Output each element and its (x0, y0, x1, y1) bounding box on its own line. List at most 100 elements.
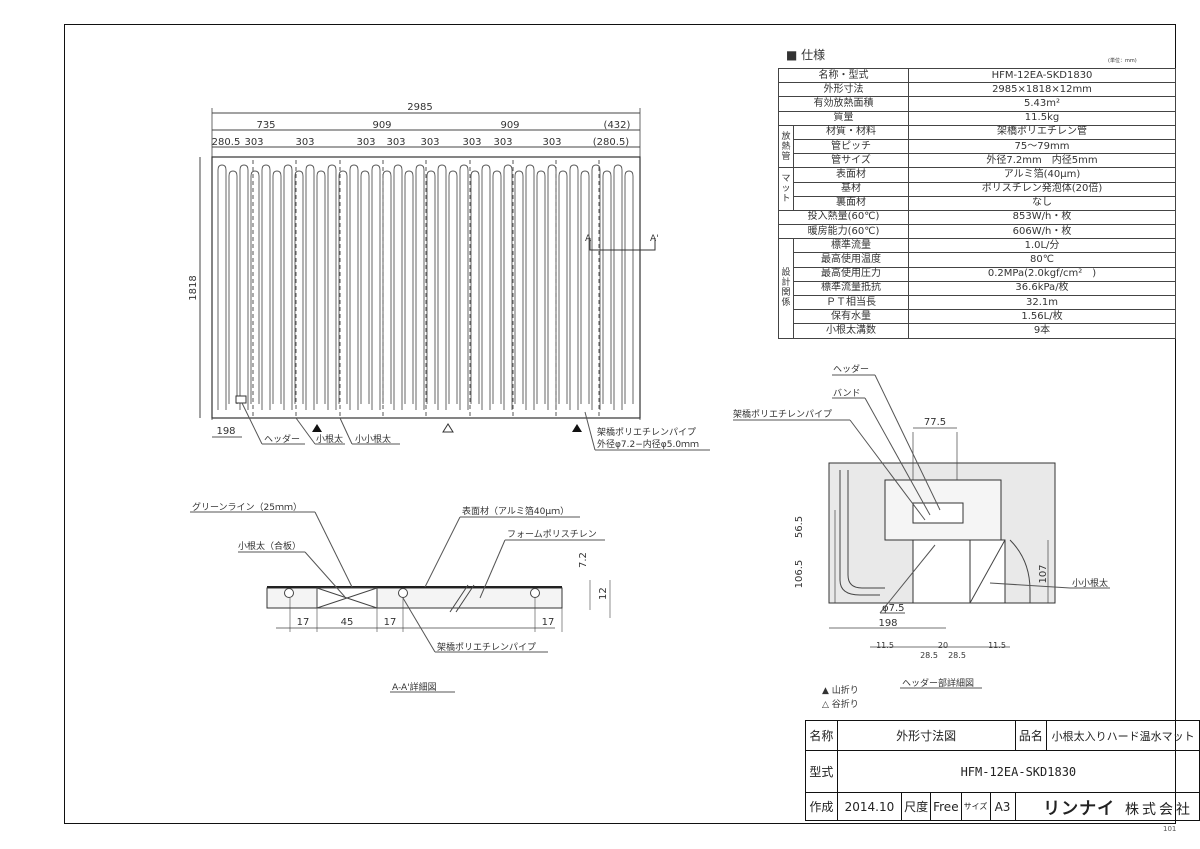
pipe-loop (624, 170, 634, 404)
dim-pitch: 303 (356, 137, 375, 148)
spec-row: 投入熱量(60℃)853W/h・枚 (778, 209, 1176, 226)
spec-value: 5.43m² (908, 96, 1176, 112)
dim-56-5: 56.5 (794, 516, 805, 538)
dim-107: 107 (1038, 564, 1049, 583)
tb-model-value: HFM-12EA-SKD1830 (836, 750, 1200, 793)
hd-label-band: バンド (833, 388, 860, 399)
spec-value: 0.2MPa(2.0kgf/cm² ) (908, 266, 1176, 282)
spec-title: ■ 仕様 (786, 48, 826, 62)
pipe-loop (580, 170, 590, 404)
dim-mid-4: (432) (604, 120, 631, 131)
spec-value: 606W/h・枚 (908, 224, 1176, 240)
spec-label: 基材 (793, 181, 909, 197)
dim-overall: 2985 (407, 102, 432, 113)
pipe-loop (415, 164, 425, 410)
label-surface: 表面材（アルミ箔40μｍ） (462, 505, 569, 517)
dim-77-5: 77.5 (924, 417, 946, 428)
spec-label: 最高使用圧力 (793, 266, 909, 282)
company-suffix: 株式会社 (1125, 802, 1193, 818)
pipe-loop (503, 164, 513, 410)
pipe-loop (514, 170, 524, 404)
fold-legend: ▲ 山折り △ 谷折り (822, 684, 859, 712)
plan-view (199, 108, 710, 451)
pipe-loop (448, 170, 458, 404)
pipe-loop (228, 170, 238, 404)
spec-value: なし (908, 195, 1176, 211)
pipe-loop (250, 170, 260, 404)
dim-height: 1818 (188, 275, 199, 300)
tb-name-label: 名称 (805, 720, 838, 751)
pipe-loop (558, 170, 568, 404)
dim-45: 45 (341, 617, 354, 628)
pipe-loop (316, 170, 326, 404)
spec-row: マット表面材アルミ箔(40μm) (778, 167, 1176, 211)
dim-pitch: 303 (244, 137, 263, 148)
dim-pitch: 303 (386, 137, 405, 148)
sheet-number: 101 (1163, 825, 1177, 833)
hd-label-small-joist: 小小根太 (1072, 577, 1108, 589)
spec-row: 放熱管材質・材料架橋ポリエチレン管 (778, 124, 1176, 169)
pipe-loop (569, 164, 579, 410)
pipe-loop (470, 170, 480, 404)
company-logo: リンナイ (1043, 799, 1116, 819)
label-foam: フォームポリスチレン (507, 529, 597, 540)
spec-label: 裏面材 (793, 195, 909, 211)
spec-value: 11.5kg (908, 110, 1176, 126)
spec-value: 2985×1818×12mm (908, 82, 1176, 98)
spec-value: ポリスチレン発泡体(20倍) (908, 181, 1176, 197)
spec-value: 80℃ (908, 252, 1176, 268)
section-line (589, 238, 656, 251)
label-green-line: グリーンライン（25ｍｍ） (192, 501, 302, 513)
header-detail-view (733, 374, 1110, 689)
pipe-loop (525, 164, 535, 410)
label-header: ヘッダー (264, 433, 300, 445)
spec-value: HFM-12EA-SKD1830 (908, 67, 1176, 84)
spec-label: 最高使用温度 (793, 252, 909, 268)
label-joist: 小根太 (316, 433, 343, 445)
spec-value: アルミ箔(40μm) (908, 167, 1176, 183)
spec-value: 75〜79mm (908, 138, 1176, 155)
dim-header-offset: 198 (216, 426, 235, 437)
header-block (912, 502, 964, 524)
pipe-loop (272, 170, 282, 404)
spec-label: 管ピッチ (793, 138, 909, 155)
dim-7-2: 7.2 (578, 552, 589, 568)
pipe-loop (393, 164, 403, 410)
tb-model-label: 型式 (805, 750, 838, 793)
pipe-loop (360, 170, 370, 404)
spec-group: マット (778, 167, 794, 211)
dim-17a: 17 (297, 617, 310, 628)
pipe-loop (591, 164, 601, 410)
pipe-loop (305, 164, 315, 410)
spec-label: 小根太溝数 (793, 323, 909, 339)
pipe-section (530, 588, 540, 598)
legend-valley-fold: △ 谷折り (822, 700, 859, 710)
dim-pitch: (280.5) (593, 137, 630, 148)
spec-value: 1.0L/分 (908, 238, 1176, 254)
spec-label: 暖房能力(60℃) (778, 224, 909, 240)
legend-mountain-fold: ▲ 山折り (822, 686, 859, 696)
spec-value: 9本 (908, 323, 1176, 339)
spec-row: 基材ポリスチレン発泡体(20倍) (779, 181, 1176, 197)
tb-made-value: 2014.10 (836, 792, 903, 821)
dim-phi-7-5: φ7.5 (882, 603, 905, 614)
spec-unit: (単位：mm) (1108, 58, 1137, 64)
tb-size-label: サイズ (960, 792, 991, 821)
spec-value: 36.6kPa/枚 (908, 280, 1176, 297)
pipe-loop (602, 170, 612, 404)
pipe-loop (459, 164, 469, 410)
spec-value: 架橋ポリエチレン管 (908, 124, 1176, 140)
dim-mid-2: 909 (372, 120, 391, 131)
spec-label: 標準流量 (793, 238, 909, 254)
spec-group: 放熱管 (778, 124, 794, 169)
label-pipe: 架橋ポリエチレンパイプ (437, 641, 536, 653)
section-labels: グリーンライン（25ｍｍ） 表面材（アルミ箔40μｍ） 小根太（合板） フォーム… (192, 501, 609, 693)
